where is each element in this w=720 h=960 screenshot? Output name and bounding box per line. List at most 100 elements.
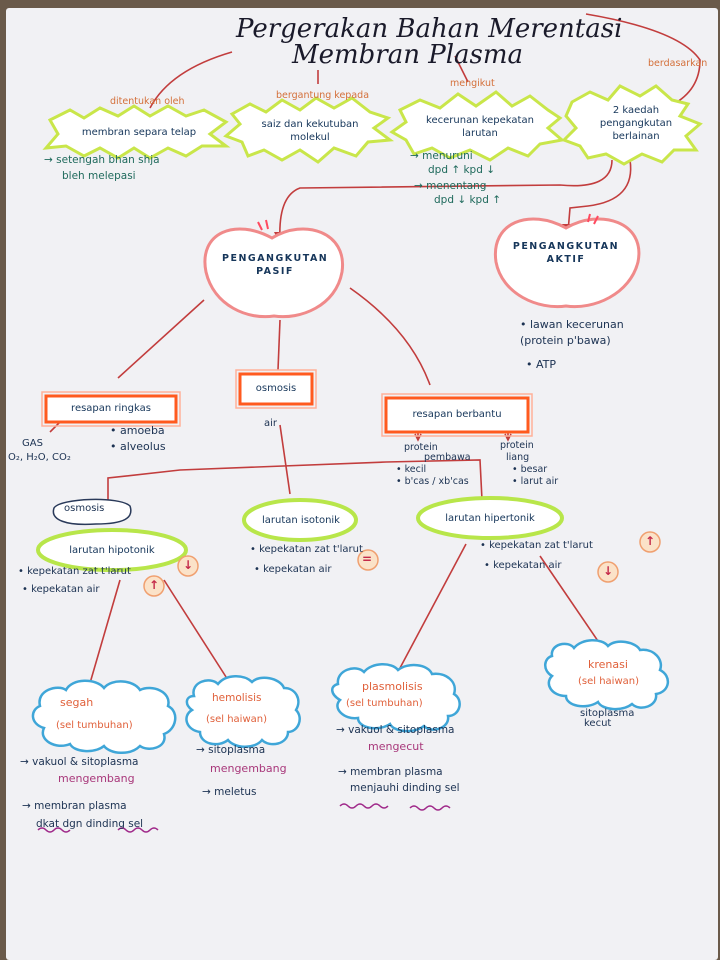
arrow-badges (143, 531, 661, 597)
rect-glow-2 (235, 369, 317, 409)
pembawa-2: pembawa (424, 452, 471, 463)
simple-example-2: • alveolus (110, 440, 166, 453)
factor-stars (42, 84, 703, 166)
line-factor4-active (567, 159, 632, 233)
liang-1: protein (500, 440, 534, 451)
hemolisis-title: hemolisis (212, 692, 262, 704)
hyper-water-arrow: ↓ (603, 564, 614, 578)
ellipse-isotonic (242, 498, 358, 542)
process-rects (44, 372, 530, 434)
simple-example-1: • amoeba (110, 424, 165, 437)
heart-active (493, 217, 641, 309)
squiggle-1 (37, 827, 71, 833)
hypertonic-note-2: • kepekatan air (484, 560, 562, 571)
pembawa-4: • b'cas / xb'cas (396, 476, 469, 487)
osmosis-tag-shape (52, 498, 132, 526)
segah-note-2: mengembang (58, 772, 135, 785)
solution-ellipses (36, 496, 564, 572)
hemolisis-note-3: → meletus (202, 786, 257, 798)
badge-hypo-water (143, 575, 165, 597)
cloud-hemolisis (185, 675, 301, 748)
segah-title: segah (60, 696, 94, 709)
hyper-solute-arrow: ↑ (645, 534, 656, 548)
active-note-2: (protein p'bawa) (520, 334, 611, 347)
hypertonic-note-1: • kepekatan zat t'larut (480, 540, 593, 551)
segah-note-1: → vakuol & sitoplasma (20, 756, 139, 768)
segah-note-3: → membran plasma (22, 800, 127, 812)
hemolisis-note-1: → sitoplasma (196, 744, 266, 756)
hypertonic-label: larutan hipertonik (445, 513, 535, 524)
liang-3: • besar (512, 464, 548, 475)
line-factor4-passive (279, 159, 613, 241)
ellipse-hypotonic (36, 528, 188, 572)
line-passive-osmosis (277, 319, 281, 371)
connector-mengikut: mengikut (450, 78, 495, 89)
segah-sub: (sel tumbuhan) (56, 720, 133, 731)
simple-gas-2: O₂, H₂O, CO₂ (8, 452, 71, 463)
hypotonic-label: larutan hipotonik (69, 545, 155, 556)
plasmolisis-note-2: mengecut (368, 740, 424, 753)
rect-glow-1 (41, 391, 181, 427)
plasmolisis-sub: (sel tumbuhan) (346, 698, 423, 709)
liang-4: • larut air (512, 476, 559, 487)
simple-gas-1: GAS (22, 438, 43, 449)
hypo-solute-arrow: ↓ (183, 558, 194, 572)
factor-star-4 (561, 84, 703, 166)
plasmolisis-note-1: → vakuol & sitoplasma (336, 724, 455, 736)
line-title-factor3 (454, 55, 469, 83)
title-line-2: Membran Plasma (292, 40, 524, 70)
hemolisis-note-2: mengembang (210, 762, 287, 775)
plasmolisis-title: plasmolisis (362, 680, 423, 693)
title-line-1: Pergerakan Bahan Merentasi (236, 14, 623, 44)
line-hyper-plasmolisis (399, 543, 467, 669)
factor-star-3 (389, 90, 566, 162)
heart-ticks (257, 213, 599, 231)
outcome-clouds (31, 639, 669, 754)
factor-1-label: membran separa telap (81, 127, 197, 138)
badge-iso (357, 549, 379, 571)
hypo-water-arrow: ↑ (149, 578, 160, 592)
factor-star-1 (42, 104, 231, 160)
isotonic-note-1: • kepekatan zat t'larut (250, 544, 363, 555)
iso-equal-sign: = (362, 552, 373, 566)
rect-osmosis (238, 372, 314, 406)
line-title-factor4 (585, 13, 701, 106)
line-passive-simple (117, 299, 205, 379)
segah-note-4: dkat dgn dinding sel (36, 818, 144, 830)
krenasi-note-2: kecut (584, 718, 612, 729)
active-note-1: • lawan kecerunan (520, 318, 624, 331)
badge-hyper-water (597, 561, 619, 583)
factor-3-note-3: → menentang (414, 180, 487, 192)
plasmolisis-note-3: → membran plasma (338, 766, 443, 778)
hemolisis-sub: (sel haiwan) (206, 714, 268, 725)
factor-3-note-4: dpd ↓ kpd ↑ (434, 194, 502, 206)
rect-glow-3 (381, 393, 533, 437)
osmosis-tag-label: osmosis (64, 503, 105, 514)
isotonic-label: larutan isotonik (262, 515, 340, 526)
facilitated-label: resapan berbantu (412, 409, 502, 420)
rect-facilitated (384, 396, 530, 434)
badge-hypo-solute (177, 555, 199, 577)
hypotonic-note-1: • kepekatan zat t'larut (18, 566, 131, 577)
krenasi-sub: (sel haiwan) (578, 676, 640, 687)
cloud-plasmolisis (331, 663, 461, 733)
osmosis-label: osmosis (255, 383, 297, 394)
line-hypo-hemolisis (163, 579, 229, 681)
simple-diffusion-label: resapan ringkas (71, 403, 151, 414)
connector-berdasarkan: berdasarkan (648, 58, 708, 69)
krenasi-title: krenasi (588, 658, 628, 671)
osmosis-note: air (264, 418, 278, 429)
passive-label: PENGANGKUTAN PASIF (222, 253, 329, 277)
active-note-3: • ATP (526, 358, 557, 371)
line-hypo-segah (87, 579, 121, 691)
ellipse-hypertonic (416, 496, 564, 540)
pembawa-3: • kecil (396, 464, 427, 475)
factor-3-label: kecerunan kepekatan larutan (426, 115, 534, 139)
tick-1 (257, 219, 269, 231)
krenasi-note-1: sitoplasma (580, 708, 635, 719)
line-title-factor1 (149, 51, 233, 109)
hypotonic-note-2: • kepekatan air (22, 584, 100, 595)
isotonic-note-2: • kepekatan air (254, 564, 332, 575)
liang-2: liang (506, 452, 530, 463)
factor-3-note-1: → menuruni (410, 150, 473, 162)
